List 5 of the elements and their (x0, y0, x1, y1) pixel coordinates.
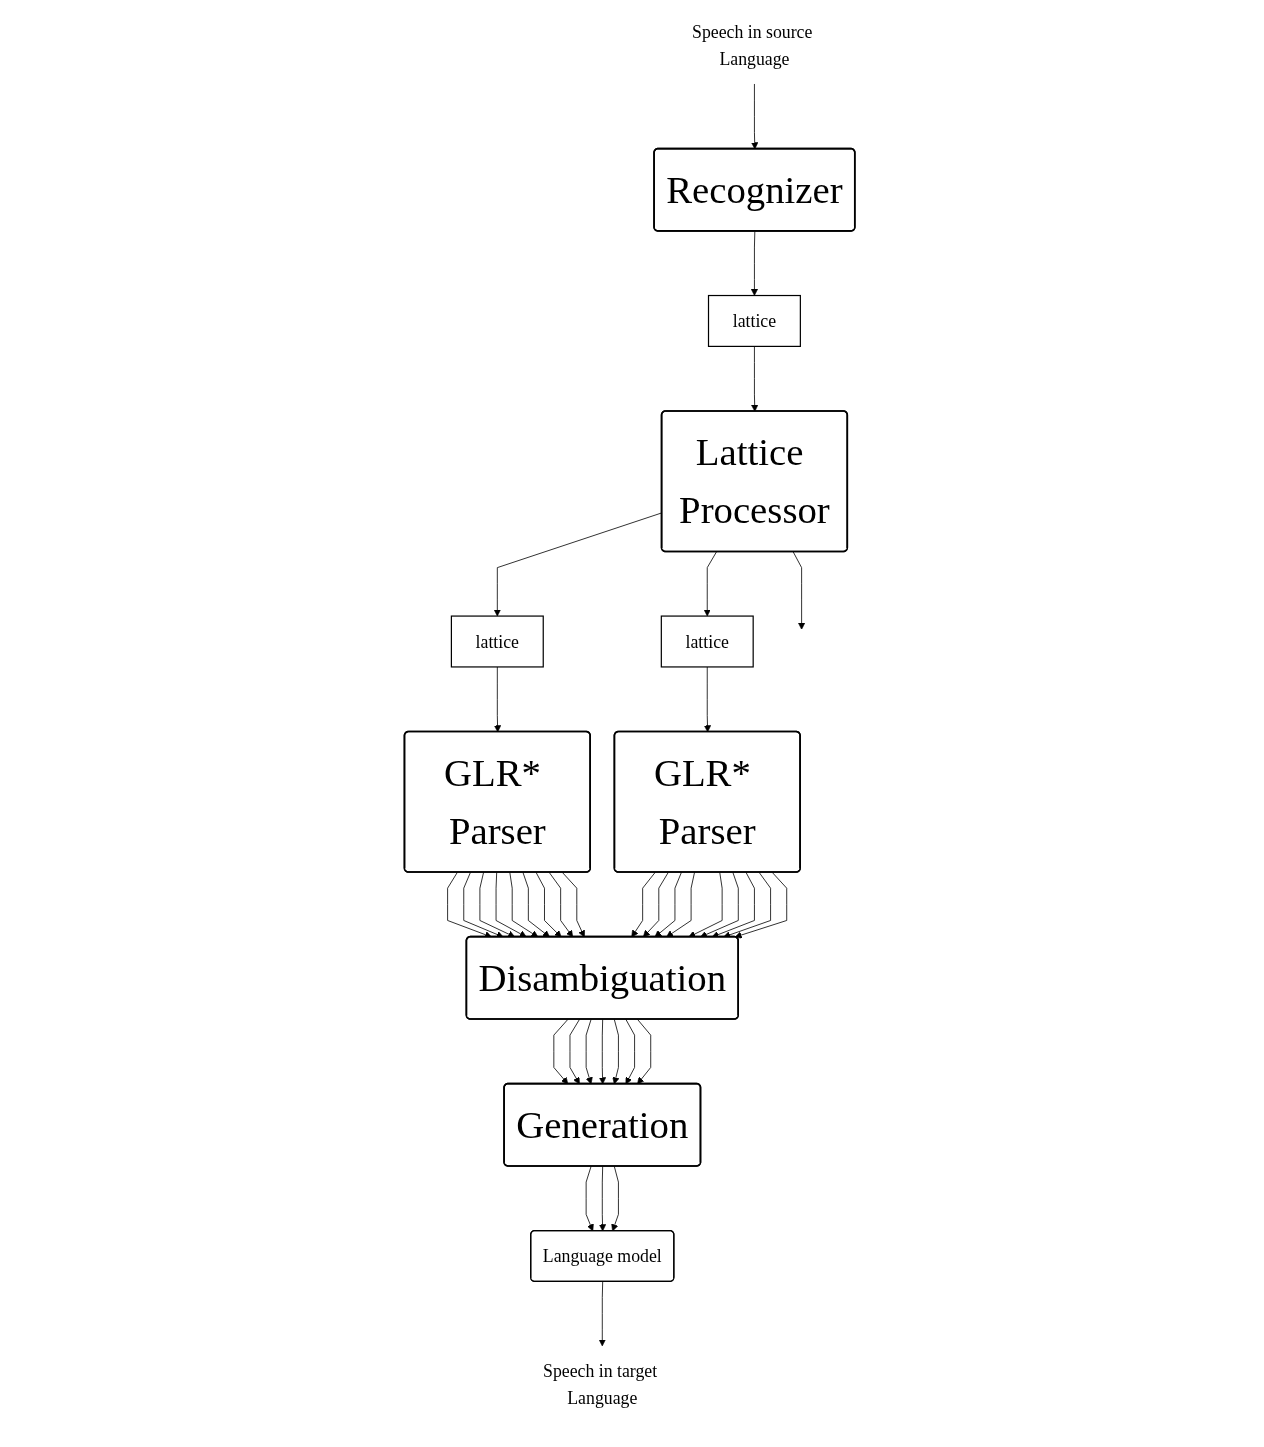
node-box: lattice (450, 615, 544, 668)
node-box: lattice (707, 294, 802, 347)
node-text: Speech in target Language (543, 1361, 658, 1409)
node-box: lattice (660, 615, 754, 668)
node-text: Speech in source Language (692, 21, 813, 69)
